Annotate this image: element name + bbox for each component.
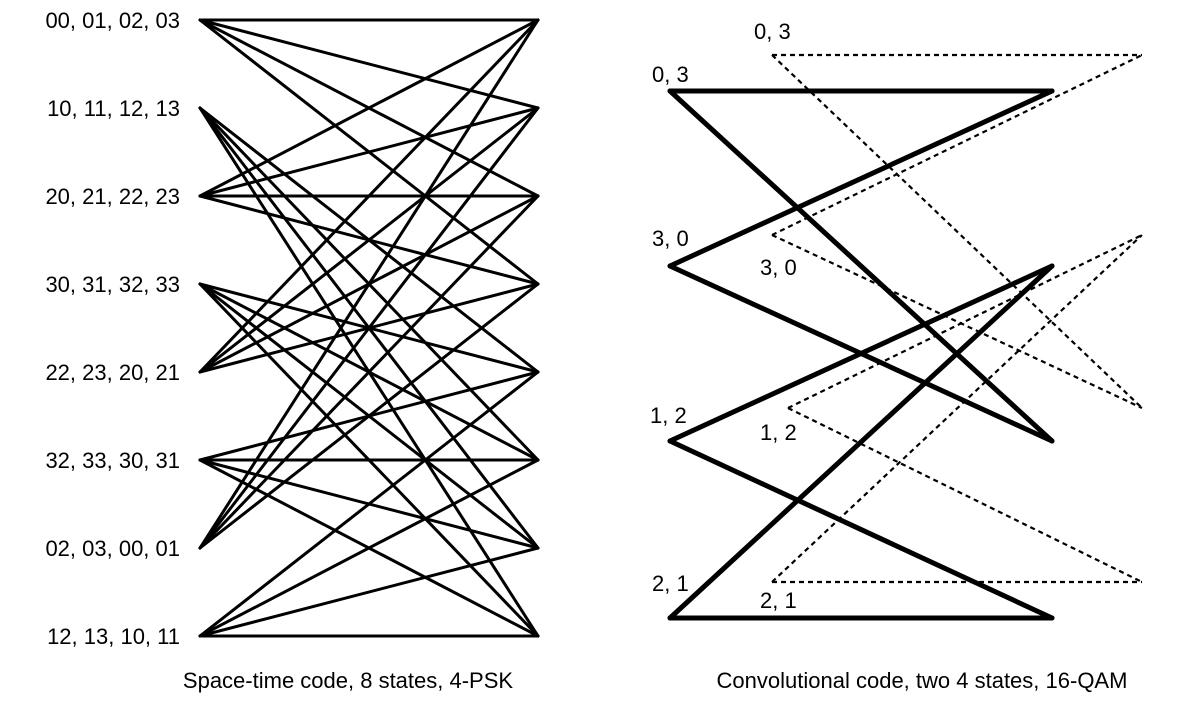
transition-edge: [198, 18, 540, 198]
dashed-state-label-0: 0, 3: [754, 19, 791, 44]
solid-transition-edge: [667, 438, 1055, 621]
solid-state-label-2: 1, 2: [650, 403, 687, 428]
transition-edge: [198, 106, 540, 374]
space-time-transition-edges: [198, 18, 540, 638]
transition-edge: [198, 18, 540, 550]
state-label-3: 30, 31, 32, 33: [45, 272, 180, 297]
state-label-7: 12, 13, 10, 11: [47, 624, 180, 649]
space-time-caption: Space-time code, 8 states, 4-PSK: [183, 668, 513, 693]
space-time-state-labels: 00, 01, 02, 03 10, 11, 12, 13 20, 21, 22, …: [45, 8, 180, 649]
dashed-transition-edge: [787, 407, 1143, 583]
convolutional-solid-edges: [667, 88, 1055, 621]
transition-edge: [198, 18, 540, 110]
transition-edge: [198, 106, 540, 198]
state-label-2: 20, 21, 22, 23: [45, 184, 180, 209]
dashed-transition-edge: [771, 54, 1143, 409]
state-label-4: 22, 23, 20, 21: [45, 360, 180, 385]
dashed-transition-edge: [771, 234, 1143, 583]
solid-state-label-3: 2, 1: [652, 571, 689, 596]
solid-transition-edge: [667, 88, 1055, 269]
dashed-state-label-3: 2, 1: [760, 588, 797, 613]
solid-transition-edge: [667, 263, 1055, 444]
transition-edge: [198, 282, 540, 550]
dashed-transition-edge: [787, 234, 1143, 409]
convolutional-state-labels: 0, 3 3, 0 1, 2 2, 1 0, 3 3, 0 1, 2 2, 1: [650, 19, 797, 613]
dashed-state-label-1: 3, 0: [760, 255, 797, 280]
state-label-0: 00, 01, 02, 03: [45, 8, 180, 33]
solid-transition-edge: [667, 88, 1055, 444]
dashed-transition-edge: [771, 234, 1143, 409]
dashed-transition-edge: [771, 54, 1143, 236]
transition-edge: [198, 370, 540, 638]
solid-transition-edge: [667, 263, 1055, 621]
transition-edge: [198, 458, 540, 638]
dashed-state-label-2: 1, 2: [760, 420, 797, 445]
state-label-5: 32, 33, 30, 31: [45, 448, 180, 473]
state-label-1: 10, 11, 12, 13: [47, 96, 180, 121]
convolutional-caption: Convolutional code, two 4 states, 16-QAM: [717, 668, 1128, 693]
transition-edge: [198, 194, 540, 550]
transition-edge: [198, 546, 540, 638]
solid-state-label-1: 3, 0: [652, 226, 689, 251]
transition-edge: [198, 18, 540, 374]
solid-state-label-0: 0, 3: [652, 62, 689, 87]
transition-edge: [198, 106, 540, 550]
convolutional-dashed-edges: [771, 53, 1143, 584]
state-label-6: 02, 03, 00, 01: [45, 536, 180, 561]
